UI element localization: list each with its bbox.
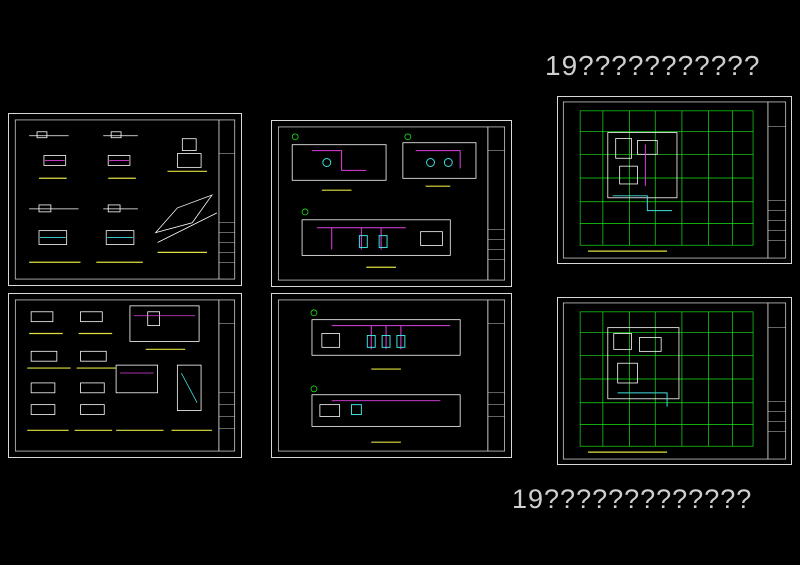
drawing-sheet-details-1[interactable]	[8, 113, 242, 286]
drawing-sheet-sections-1[interactable]	[271, 120, 512, 287]
section-drawings	[277, 299, 506, 452]
floor-plan-drawing	[562, 302, 787, 460]
detail-drawings	[14, 299, 236, 452]
bottom-caption: 19?????????????	[512, 484, 753, 514]
floor-plan-drawing	[562, 101, 787, 259]
top-caption: 19???????????	[545, 50, 761, 81]
drawing-sheet-sections-2[interactable]	[271, 293, 512, 458]
drawing-sheet-floor-plan-2[interactable]	[557, 297, 792, 465]
drawing-sheet-details-2[interactable]	[8, 293, 242, 458]
drawing-sheet-floor-plan-1[interactable]	[557, 96, 792, 264]
section-drawings	[277, 126, 506, 281]
detail-drawings	[14, 119, 236, 280]
